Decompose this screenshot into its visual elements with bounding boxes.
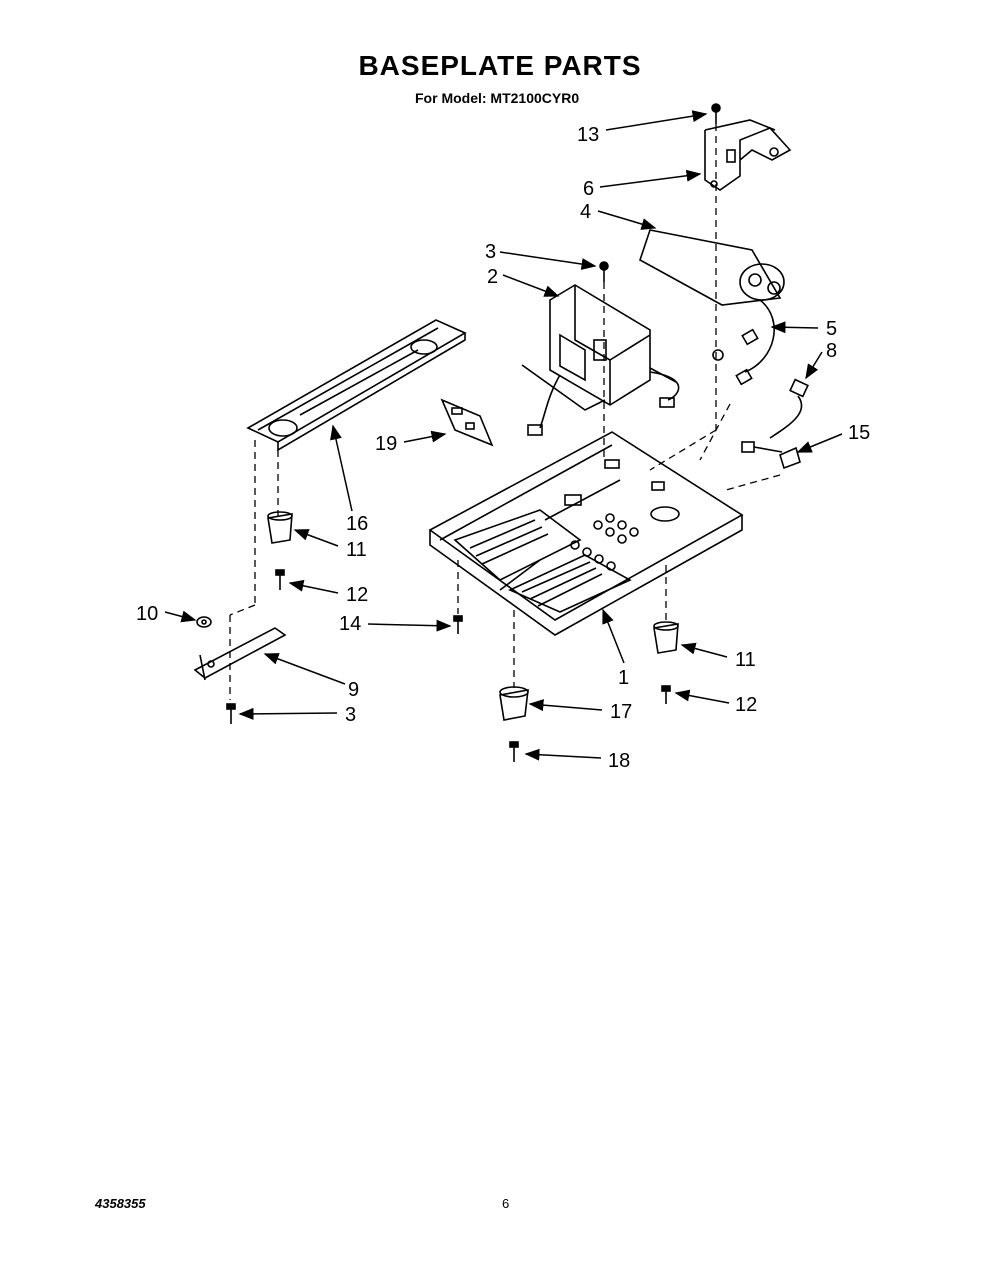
baseplate-1 bbox=[428, 431, 744, 636]
screw-18 bbox=[509, 741, 519, 762]
callout-11-left: 11 bbox=[346, 539, 367, 561]
page-title: BASEPLATE PARTS bbox=[358, 50, 642, 81]
callout-8: 8 bbox=[826, 340, 837, 362]
callout-3-bottom: 3 bbox=[345, 704, 356, 726]
screw-14 bbox=[453, 615, 463, 634]
transformer-2 bbox=[521, 284, 680, 436]
callout-3-top: 3 bbox=[485, 241, 496, 263]
callout-12-right: 12 bbox=[735, 694, 757, 716]
screw-12-right bbox=[661, 685, 671, 704]
callout-14: 14 bbox=[339, 613, 361, 635]
screw-3-top bbox=[599, 261, 609, 282]
callout-6: 6 bbox=[583, 178, 594, 200]
callout-12-left: 12 bbox=[346, 584, 368, 606]
thermal-cutout-8 bbox=[769, 378, 809, 439]
capacitor-4 bbox=[639, 229, 785, 306]
rail-16 bbox=[246, 319, 467, 452]
screw-13 bbox=[711, 103, 721, 124]
bracket-9 bbox=[193, 627, 287, 681]
foot-11-right bbox=[653, 621, 679, 654]
callout-15: 15 bbox=[848, 422, 870, 444]
screw-3-bottom bbox=[226, 703, 236, 724]
callout-1: 1 bbox=[618, 667, 629, 689]
model-subtitle: For Model: MT2100CYR0 bbox=[415, 90, 580, 106]
callout-17: 17 bbox=[610, 701, 632, 723]
bracket-19 bbox=[440, 398, 494, 447]
foot-11-left bbox=[267, 511, 293, 544]
wire-harness-5 bbox=[712, 299, 775, 386]
foot-17 bbox=[499, 686, 529, 721]
page-number: 6 bbox=[502, 1196, 510, 1211]
nut-10 bbox=[196, 616, 212, 628]
callout-13: 13 bbox=[577, 124, 599, 146]
callout-18: 18 bbox=[608, 750, 630, 772]
clip-15 bbox=[741, 441, 801, 470]
bracket-6 bbox=[704, 119, 792, 191]
screw-12-left bbox=[275, 569, 285, 590]
callout-5: 5 bbox=[826, 318, 837, 340]
callout-11-right: 11 bbox=[735, 649, 756, 671]
callout-9: 9 bbox=[348, 679, 359, 701]
callout-19: 19 bbox=[375, 433, 397, 455]
callout-16: 16 bbox=[346, 513, 368, 535]
callout-10: 10 bbox=[136, 603, 158, 625]
callout-2: 2 bbox=[487, 266, 498, 288]
callout-4: 4 bbox=[580, 201, 591, 223]
document-part-number: 4358355 bbox=[95, 1196, 146, 1211]
